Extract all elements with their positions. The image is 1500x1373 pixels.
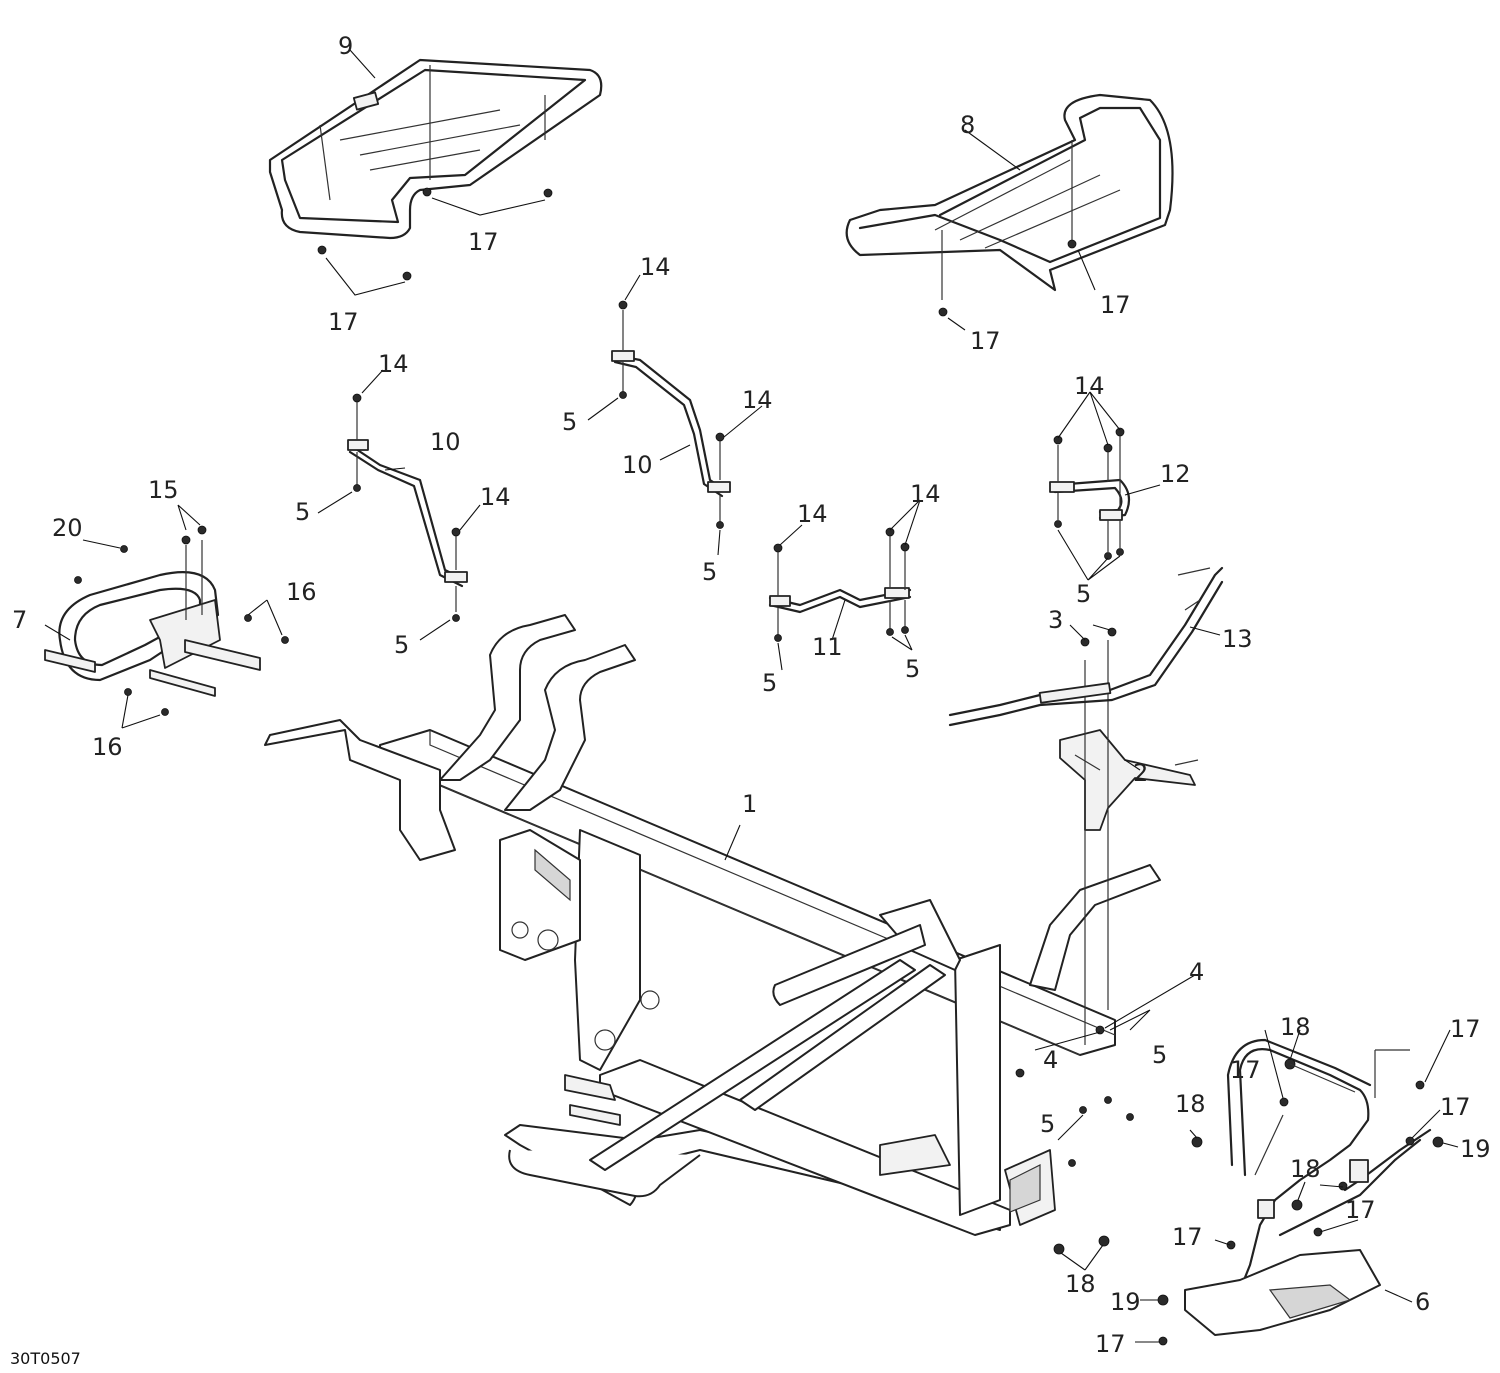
callout-label: 18 [1065, 1270, 1096, 1298]
brace-right [1049, 427, 1131, 560]
callout-label: 14 [797, 500, 828, 528]
callout-label: 17 [1095, 1330, 1126, 1358]
callout-label: 12 [1160, 460, 1191, 488]
callout-label: 6 [1415, 1288, 1430, 1316]
brace-lower [768, 527, 912, 642]
callout-label: 14 [480, 483, 511, 511]
callout-label: 5 [295, 498, 310, 526]
callout-label: 19 [1110, 1288, 1141, 1316]
callout-label: 17 [1440, 1093, 1471, 1121]
callout-label: 20 [52, 514, 83, 542]
callout-label: 5 [562, 408, 577, 436]
callout-label: 1 [742, 790, 757, 818]
hitch-assembly [44, 525, 289, 716]
callout-label: 5 [1152, 1041, 1167, 1069]
callout-label: 17 [970, 327, 1001, 355]
callout-label: 5 [762, 669, 777, 697]
callout-label: 8 [960, 111, 975, 139]
callout-label: 16 [286, 578, 317, 606]
callout-label: 14 [378, 350, 409, 378]
callout-label: 17 [328, 308, 359, 336]
brace-left [347, 393, 468, 622]
callout-label: 18 [1175, 1090, 1206, 1118]
callout-label: 17 [1450, 1015, 1481, 1043]
front-bumper [1184, 1038, 1432, 1336]
callout-label: 14 [910, 480, 941, 508]
callout-label: 3 [1048, 606, 1063, 634]
callout-label: 18 [1280, 1013, 1311, 1041]
callout-label: 15 [148, 476, 179, 504]
callouts: 1 2 3 4 4 5 5 5 5 5 5 5 5 5 6 7 8 9 10 1… [12, 32, 1491, 1358]
callout-label: 16 [92, 733, 123, 761]
diagram-code: 30T0507 [10, 1349, 81, 1368]
callout-label: 17 [1172, 1223, 1203, 1251]
callout-label: 5 [702, 558, 717, 586]
front-rack-bolts [938, 239, 1096, 331]
callout-label: 9 [338, 32, 353, 60]
callout-label: 4 [1189, 958, 1204, 986]
callout-label: 19 [1460, 1135, 1491, 1163]
callout-label: 10 [430, 428, 461, 456]
callout-label: 4 [1043, 1046, 1058, 1074]
callout-label: 2 [1133, 759, 1148, 787]
callout-label: 5 [1076, 580, 1091, 608]
brace-center [611, 300, 731, 529]
callout-label: 5 [394, 631, 409, 659]
callout-label: 5 [1040, 1110, 1055, 1138]
callout-label: 11 [812, 633, 843, 661]
callout-label: 17 [468, 228, 499, 256]
callout-label: 5 [905, 655, 920, 683]
leader-lines [44, 49, 1459, 1343]
callout-label: 10 [622, 451, 653, 479]
bracket-2 [1059, 640, 1199, 1045]
front-rack [845, 93, 1174, 300]
rear-rack-bolts [317, 187, 553, 296]
front-bumper-hardware [1015, 1025, 1444, 1346]
callout-label: 17 [1345, 1196, 1376, 1224]
main-frame [264, 614, 1161, 1236]
callout-label: 17 [1230, 1056, 1261, 1084]
callout-label: 14 [742, 386, 773, 414]
mount-bar-13 [948, 566, 1224, 727]
callout-label: 7 [12, 606, 27, 634]
rear-rack [268, 58, 603, 240]
callout-label: 17 [1100, 291, 1131, 319]
callout-label: 14 [1074, 372, 1105, 400]
callout-label: 14 [640, 253, 671, 281]
callout-label: 18 [1290, 1155, 1321, 1183]
callout-label: 13 [1222, 625, 1253, 653]
